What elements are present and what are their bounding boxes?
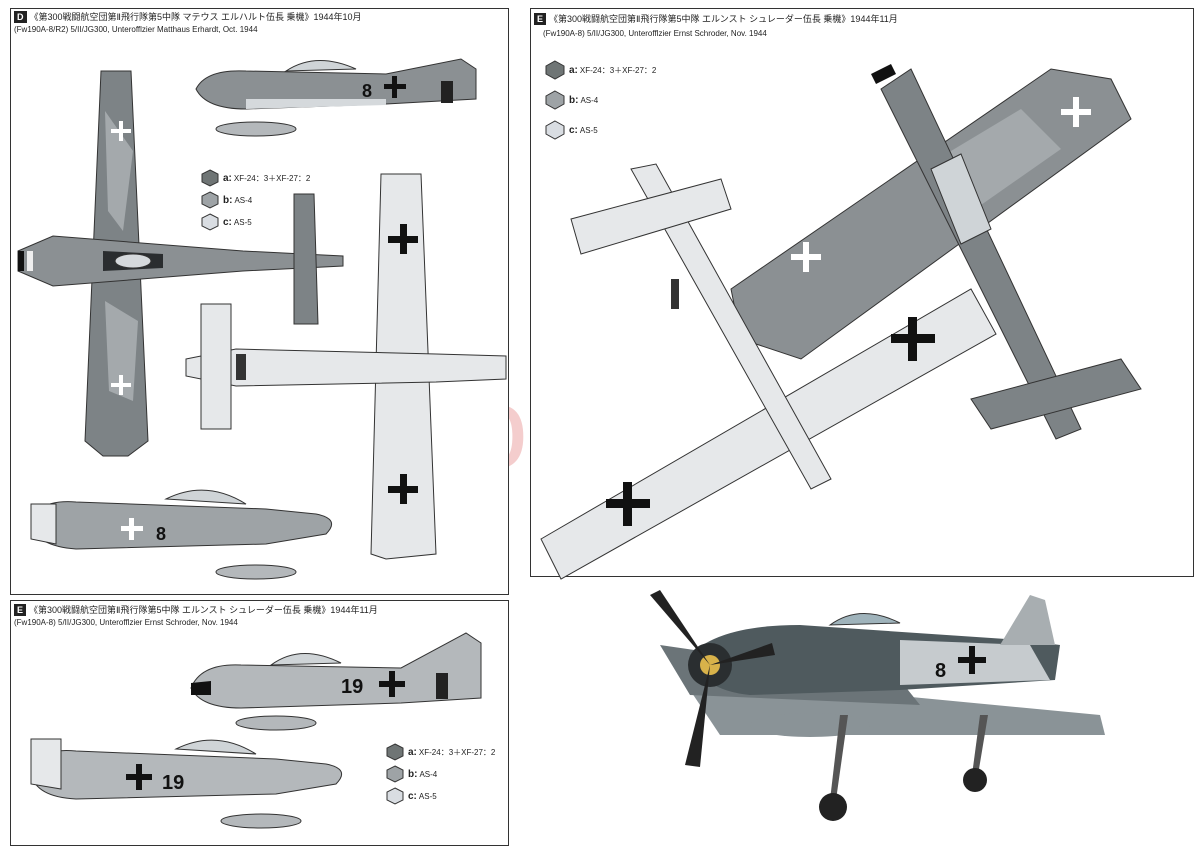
legend-row: b:AS-4 xyxy=(545,85,656,115)
balkenkreuz-icon xyxy=(121,518,143,540)
panel-d-subtitle: (Fw190A-8/R2) 5/II/JG300, Unterofflzier … xyxy=(14,25,258,34)
fuselage-code: 8 xyxy=(362,81,372,101)
fuselage-code: 19 xyxy=(341,676,363,698)
balkenkreuz-icon xyxy=(958,646,986,674)
balkenkreuz-icon xyxy=(606,482,650,526)
panel-d-title: 《第300戦闘航空団第Ⅱ飛行隊第5中隊 マテウス エルハルト伍長 乗機》1944… xyxy=(29,12,362,22)
panel-e-under-view xyxy=(540,163,997,580)
legend-row: a:XF-24：3＋XF-27：2 xyxy=(201,167,310,189)
panel-d-top-view xyxy=(17,70,344,457)
legend-row: c:AS-5 xyxy=(201,211,310,233)
panel-e-bottom: E《第300戦闘航空団第Ⅱ飛行隊第5中隊 エルンスト シュレーダー伍長 乗機》1… xyxy=(10,600,509,846)
panel-d-side-view-left: 8 xyxy=(30,489,333,580)
legend-row: a:XF-24：3＋XF-27：2 xyxy=(545,55,656,85)
panel-d-label: D xyxy=(14,11,27,23)
fuselage-code: 8 xyxy=(935,660,946,682)
panel-e-side-view-right: 19 xyxy=(190,632,482,731)
balkenkreuz-icon xyxy=(126,764,152,790)
legend-row: b:AS-4 xyxy=(201,189,310,211)
legend-row: c:AS-5 xyxy=(545,115,656,145)
panel-d-side-view-right: 8 xyxy=(195,58,477,137)
balkenkreuz-icon xyxy=(791,242,821,272)
fuselage-code: 8 xyxy=(156,524,166,544)
fuselage-code: 19 xyxy=(162,772,184,794)
balkenkreuz-icon xyxy=(891,317,935,361)
panel-e-bottom-label: E xyxy=(14,604,27,616)
balkenkreuz-icon xyxy=(1061,97,1091,127)
legend-row: c:AS-5 xyxy=(386,785,495,807)
balkenkreuz-icon xyxy=(388,224,418,254)
legend-e-top: a:XF-24：3＋XF-27：2 b:AS-4 c:AS-5 xyxy=(545,55,656,145)
panel-e-side-view-left: 19 xyxy=(30,738,343,829)
balkenkreuz-icon xyxy=(111,375,131,395)
panel-d-tailplane xyxy=(293,193,319,325)
legend-row: b:AS-4 xyxy=(386,763,495,785)
panel-e-top: E《第300戦闘航空団第Ⅱ飛行隊第5中隊 エルンスト シュレーダー伍長 乗機》1… xyxy=(530,8,1194,580)
legend-row: a:XF-24：3＋XF-27：2 xyxy=(386,741,495,763)
panel-e-bottom-subtitle: (Fw190A-8) 5/II/JG300, Unterofflzier Ern… xyxy=(14,618,238,627)
panel-e-upper-view xyxy=(730,64,1142,440)
legend-e-bottom: a:XF-24：3＋XF-27：2 b:AS-4 c:AS-5 xyxy=(386,741,495,807)
panel-d-underside-view xyxy=(185,173,507,560)
panel-e-label: E xyxy=(534,13,547,25)
panel-e-title: 《第300戦闘航空団第Ⅱ飛行隊第5中隊 エルンスト シュレーダー伍長 乗機》19… xyxy=(549,14,898,24)
legend-d: a:XF-24：3＋XF-27：2 b:AS-4 c:AS-5 xyxy=(201,167,310,233)
panel-e-subtitle: (Fw190A-8) 5/II/JG300, Unterofflzier Ern… xyxy=(543,29,767,38)
balkenkreuz-icon xyxy=(388,474,418,504)
model-photo: 8 xyxy=(650,590,1105,821)
balkenkreuz-icon xyxy=(111,121,131,141)
panel-d: D《第300戦闘航空団第Ⅱ飛行隊第5中隊 マテウス エルハルト伍長 乗機》194… xyxy=(10,8,509,595)
balkenkreuz-icon xyxy=(384,76,406,98)
balkenkreuz-icon xyxy=(379,671,405,697)
panel-e-bottom-title: 《第300戦闘航空団第Ⅱ飛行隊第5中隊 エルンスト シュレーダー伍長 乗機》19… xyxy=(29,605,378,615)
